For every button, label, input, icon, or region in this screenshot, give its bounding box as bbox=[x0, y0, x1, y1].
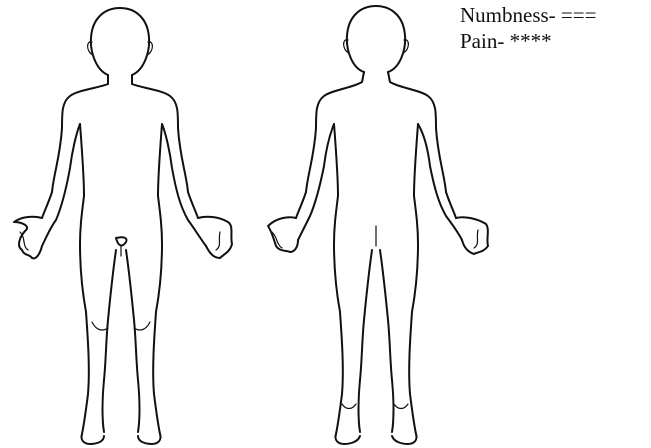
legend-item-numbness: Numbness- === bbox=[460, 2, 596, 28]
legend-item-pain: Pain- **** bbox=[460, 28, 596, 54]
symptom-legend: Numbness- === Pain- **** bbox=[460, 2, 596, 54]
back-body-outline bbox=[268, 6, 488, 444]
legend-label: Pain- bbox=[460, 29, 504, 53]
legend-label: Numbness- bbox=[460, 3, 556, 27]
legend-marker: === bbox=[561, 3, 597, 27]
legend-marker: **** bbox=[510, 29, 552, 53]
